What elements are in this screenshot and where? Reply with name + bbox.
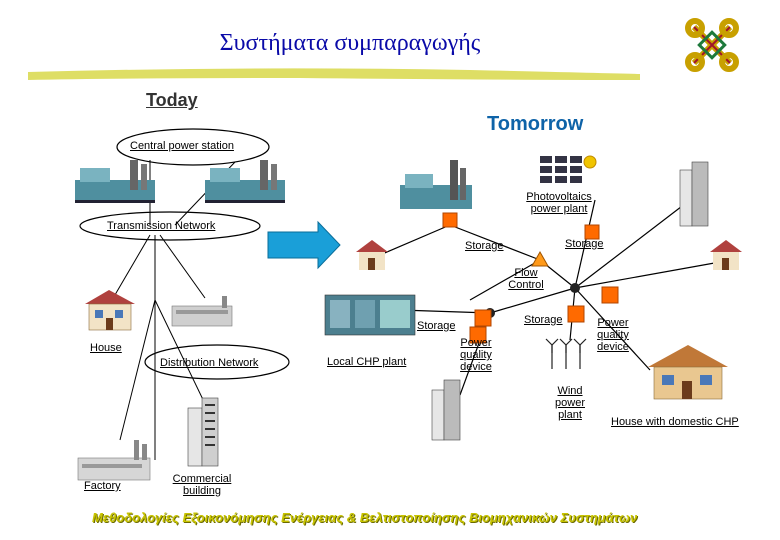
power-quality-label-1: Power quality device — [452, 337, 500, 373]
power-quality-label-2-line-3: device — [597, 341, 629, 353]
title-underline-bar — [28, 68, 640, 80]
storage-box-1 — [442, 212, 458, 228]
tomorrow-power-station-icon — [400, 160, 472, 209]
photovoltaics-label-line-2: power plant — [530, 203, 588, 215]
photovoltaics-panels-icon — [540, 155, 597, 183]
house-icon-tomorrow-right — [710, 240, 742, 270]
wind-label-line-2: power — [555, 397, 585, 409]
local-chp-plant-label: Local CHP plant — [327, 356, 407, 368]
storage-box-3 — [474, 309, 492, 327]
storage-box-2 — [584, 224, 600, 240]
photovoltaics-label-line-1: Photovoltaics — [526, 191, 592, 203]
office-tower-icon-bottom — [431, 379, 461, 441]
storage-label-2: Storage — [565, 238, 604, 250]
commercial-building-label: Commercial building — [170, 473, 234, 497]
factory-icon — [77, 440, 151, 481]
footer-text: Μεθοδολογίες Εξοικονόμησης Ενέργειας & Β… — [92, 510, 638, 525]
power-quality-label-2-line-1: Power — [597, 317, 629, 329]
transmission-network-label: Transmission Network — [107, 220, 216, 232]
distribution-network-label: Distribution Network — [160, 357, 259, 369]
domestic-chp-house-icon — [648, 345, 728, 400]
power-quality-label-2-line-2: quality — [597, 329, 629, 341]
junction-node-2 — [570, 283, 580, 293]
power-quality-label-1-line-3: device — [460, 361, 492, 373]
flow-control-label-line-2: Control — [508, 279, 544, 291]
wind-power-plant-label: Wind power plant — [548, 385, 592, 421]
flow-control-triangle — [531, 250, 549, 267]
transmission-network-ellipse — [79, 211, 261, 241]
factory-icon-small — [171, 296, 233, 327]
storage-box-4 — [567, 305, 585, 323]
commercial-building-icon — [187, 397, 219, 467]
wind-label-line-1: Wind — [557, 385, 583, 397]
tomorrow-network-lines — [379, 199, 721, 396]
house-icon — [85, 290, 135, 331]
commercial-building-label-line-2: building — [183, 485, 221, 497]
office-tower-icon-right — [679, 161, 709, 227]
university-logo — [684, 17, 740, 73]
house-icon-tomorrow-left — [356, 240, 388, 270]
photovoltaics-label: Photovoltaics power plant — [518, 191, 600, 215]
factory-label: Factory — [84, 480, 121, 492]
central-power-station-ellipse — [116, 128, 270, 166]
central-power-station-icon-2 — [205, 160, 285, 203]
today-heading: Today — [146, 90, 198, 110]
distribution-network-ellipse — [144, 344, 290, 380]
flow-control-label-line-1: Flow — [514, 267, 538, 279]
power-quality-label-2: Power quality device — [590, 317, 636, 353]
power-quality-box-2 — [601, 286, 619, 304]
storage-label-1: Storage — [465, 240, 504, 252]
house-domestic-chp-label: House with domestic CHP — [611, 416, 739, 428]
commercial-building-label-line-1: Commercial — [172, 473, 232, 485]
central-power-station-label: Central power station — [130, 140, 234, 152]
today-to-tomorrow-arrow — [267, 220, 341, 270]
power-quality-label-1-line-1: Power — [460, 337, 492, 349]
storage-label-3: Storage — [417, 320, 456, 332]
power-quality-box-1 — [469, 326, 487, 344]
house-label: House — [90, 342, 122, 354]
central-power-station-icon-1 — [75, 160, 155, 203]
page-title: Συστήματα συμπαραγωγής — [219, 30, 481, 56]
tomorrow-heading: Tomorrow — [487, 113, 584, 135]
flow-control-label: Flow Control — [504, 267, 548, 291]
wind-label-line-3: plant — [558, 409, 582, 421]
storage-label-4: Storage — [524, 314, 563, 326]
wind-turbines-icon — [545, 338, 587, 369]
power-quality-label-1-line-2: quality — [460, 349, 492, 361]
local-chp-plant-icon — [324, 294, 416, 336]
